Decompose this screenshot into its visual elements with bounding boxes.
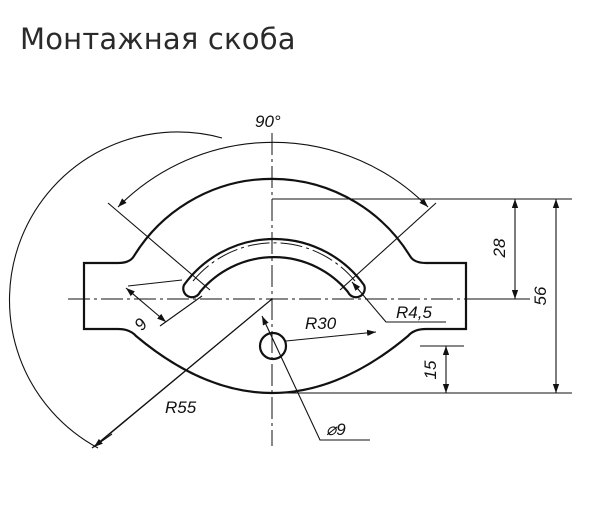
dim-r30-line <box>285 329 377 342</box>
dim-r45-label: R4,5 <box>396 303 432 322</box>
arc-slot <box>182 237 366 299</box>
angle-dimension-arc <box>117 141 429 208</box>
dim-r55-label: R55 <box>165 398 197 417</box>
dim-9-ext-b <box>159 295 203 327</box>
angle-extension-left <box>107 202 211 291</box>
dim-hole-diameter-label: ⌀9 <box>326 420 346 439</box>
dim-15-label: 15 <box>421 360 440 379</box>
page-title: Монтажная скоба <box>20 22 296 56</box>
bracket-outline <box>82 177 468 395</box>
dim-r30-label: R30 <box>305 314 337 333</box>
upper-body-outline <box>82 177 468 395</box>
dim-angle-label: 90° <box>255 112 281 131</box>
mounting-hole <box>258 331 288 361</box>
dim-9-line <box>125 287 167 323</box>
slot-arc-centerline <box>192 242 356 282</box>
dim-slot-width-label: 9 <box>130 314 151 334</box>
r55-arc <box>8 131 223 449</box>
angle-extension-right <box>339 202 437 291</box>
dim-d9-leader <box>261 315 370 441</box>
dim-56-label: 56 <box>531 286 550 305</box>
dim-r45-leader <box>351 281 446 323</box>
dim-9-ext-a <box>127 279 183 287</box>
dimension-lines <box>8 131 572 449</box>
dim-28-label: 28 <box>490 238 509 258</box>
